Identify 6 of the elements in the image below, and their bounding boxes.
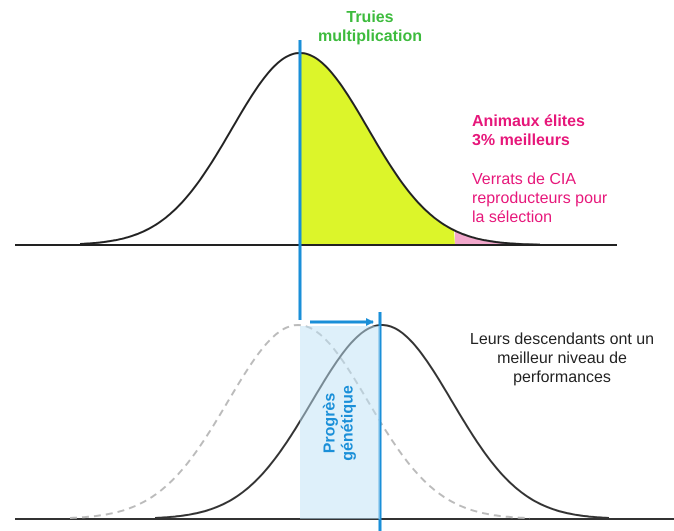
- offspring-note: Leurs descendants ont un meilleur niveau de performances: [468, 330, 656, 388]
- boar-note: Verrats de CIA reproducteurs pour la sélection: [472, 170, 608, 228]
- band-label: Progrès génétique: [322, 384, 358, 462]
- progress-band: [300, 326, 380, 519]
- elite-label: Animaux élites 3% meilleurs: [472, 112, 586, 150]
- group-label: Truies multiplication: [317, 8, 423, 46]
